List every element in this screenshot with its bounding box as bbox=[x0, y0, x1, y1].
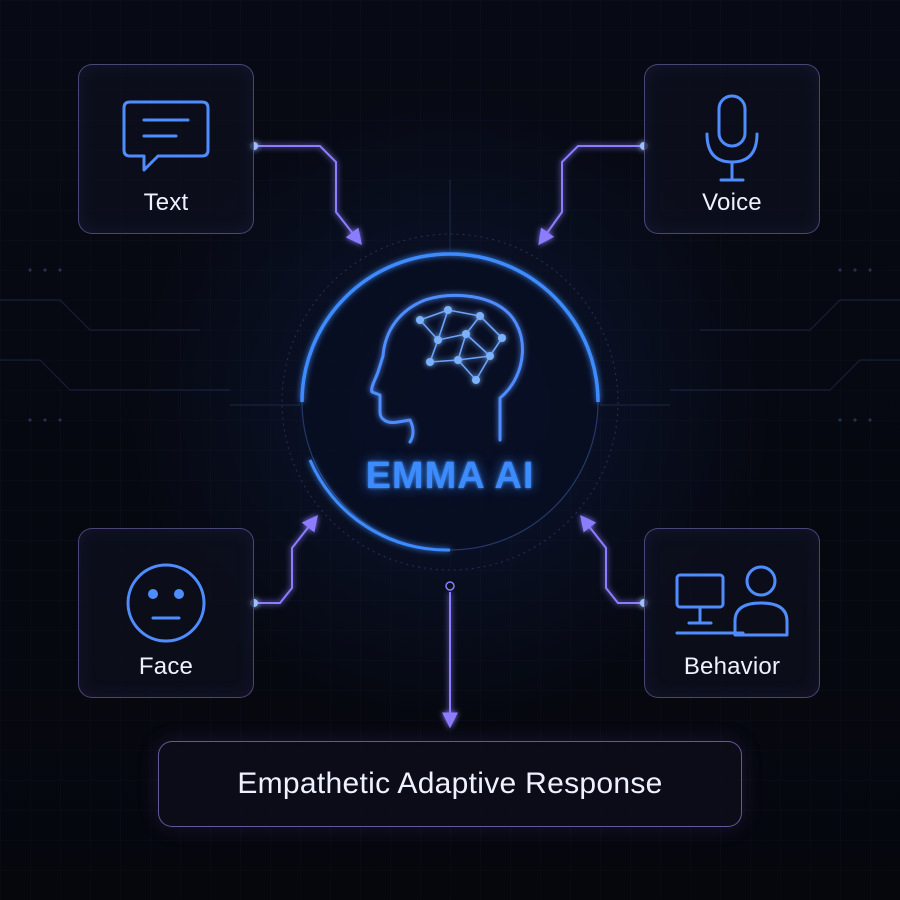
input-card-voice: Voice bbox=[644, 64, 820, 234]
connector-face bbox=[254, 514, 318, 604]
input-card-behavior: Behavior bbox=[644, 528, 820, 698]
chat-bubble-icon bbox=[79, 93, 253, 185]
connector-text bbox=[254, 145, 362, 246]
ring-arc-bottom bbox=[308, 459, 451, 552]
ai-brain-head-icon bbox=[370, 293, 524, 444]
input-label-voice: Voice bbox=[702, 189, 762, 216]
input-card-text: Text bbox=[78, 64, 254, 234]
input-card-face: Face bbox=[78, 528, 254, 698]
connector-behavior bbox=[580, 514, 644, 604]
input-label-behavior: Behavior bbox=[683, 653, 781, 680]
input-label-face: Face bbox=[138, 653, 194, 680]
ring-arc-top-right bbox=[449, 252, 600, 403]
computer-user-icon bbox=[645, 557, 819, 649]
ring-arc-top-left bbox=[300, 252, 451, 403]
output-response-box: Empathetic Adaptive Response bbox=[158, 741, 742, 827]
node-output bbox=[445, 581, 455, 591]
microphone-icon bbox=[645, 93, 819, 185]
input-label-text: Text bbox=[143, 189, 189, 216]
circuit-traces bbox=[0, 180, 900, 406]
output-response-label: Empathetic Adaptive Response bbox=[237, 767, 663, 800]
circuit-dots bbox=[28, 268, 872, 422]
connector-voice bbox=[538, 145, 644, 246]
center-title: EMMA AI bbox=[365, 455, 535, 497]
neutral-face-icon bbox=[79, 557, 253, 649]
outer-dashed-ring bbox=[281, 233, 619, 571]
